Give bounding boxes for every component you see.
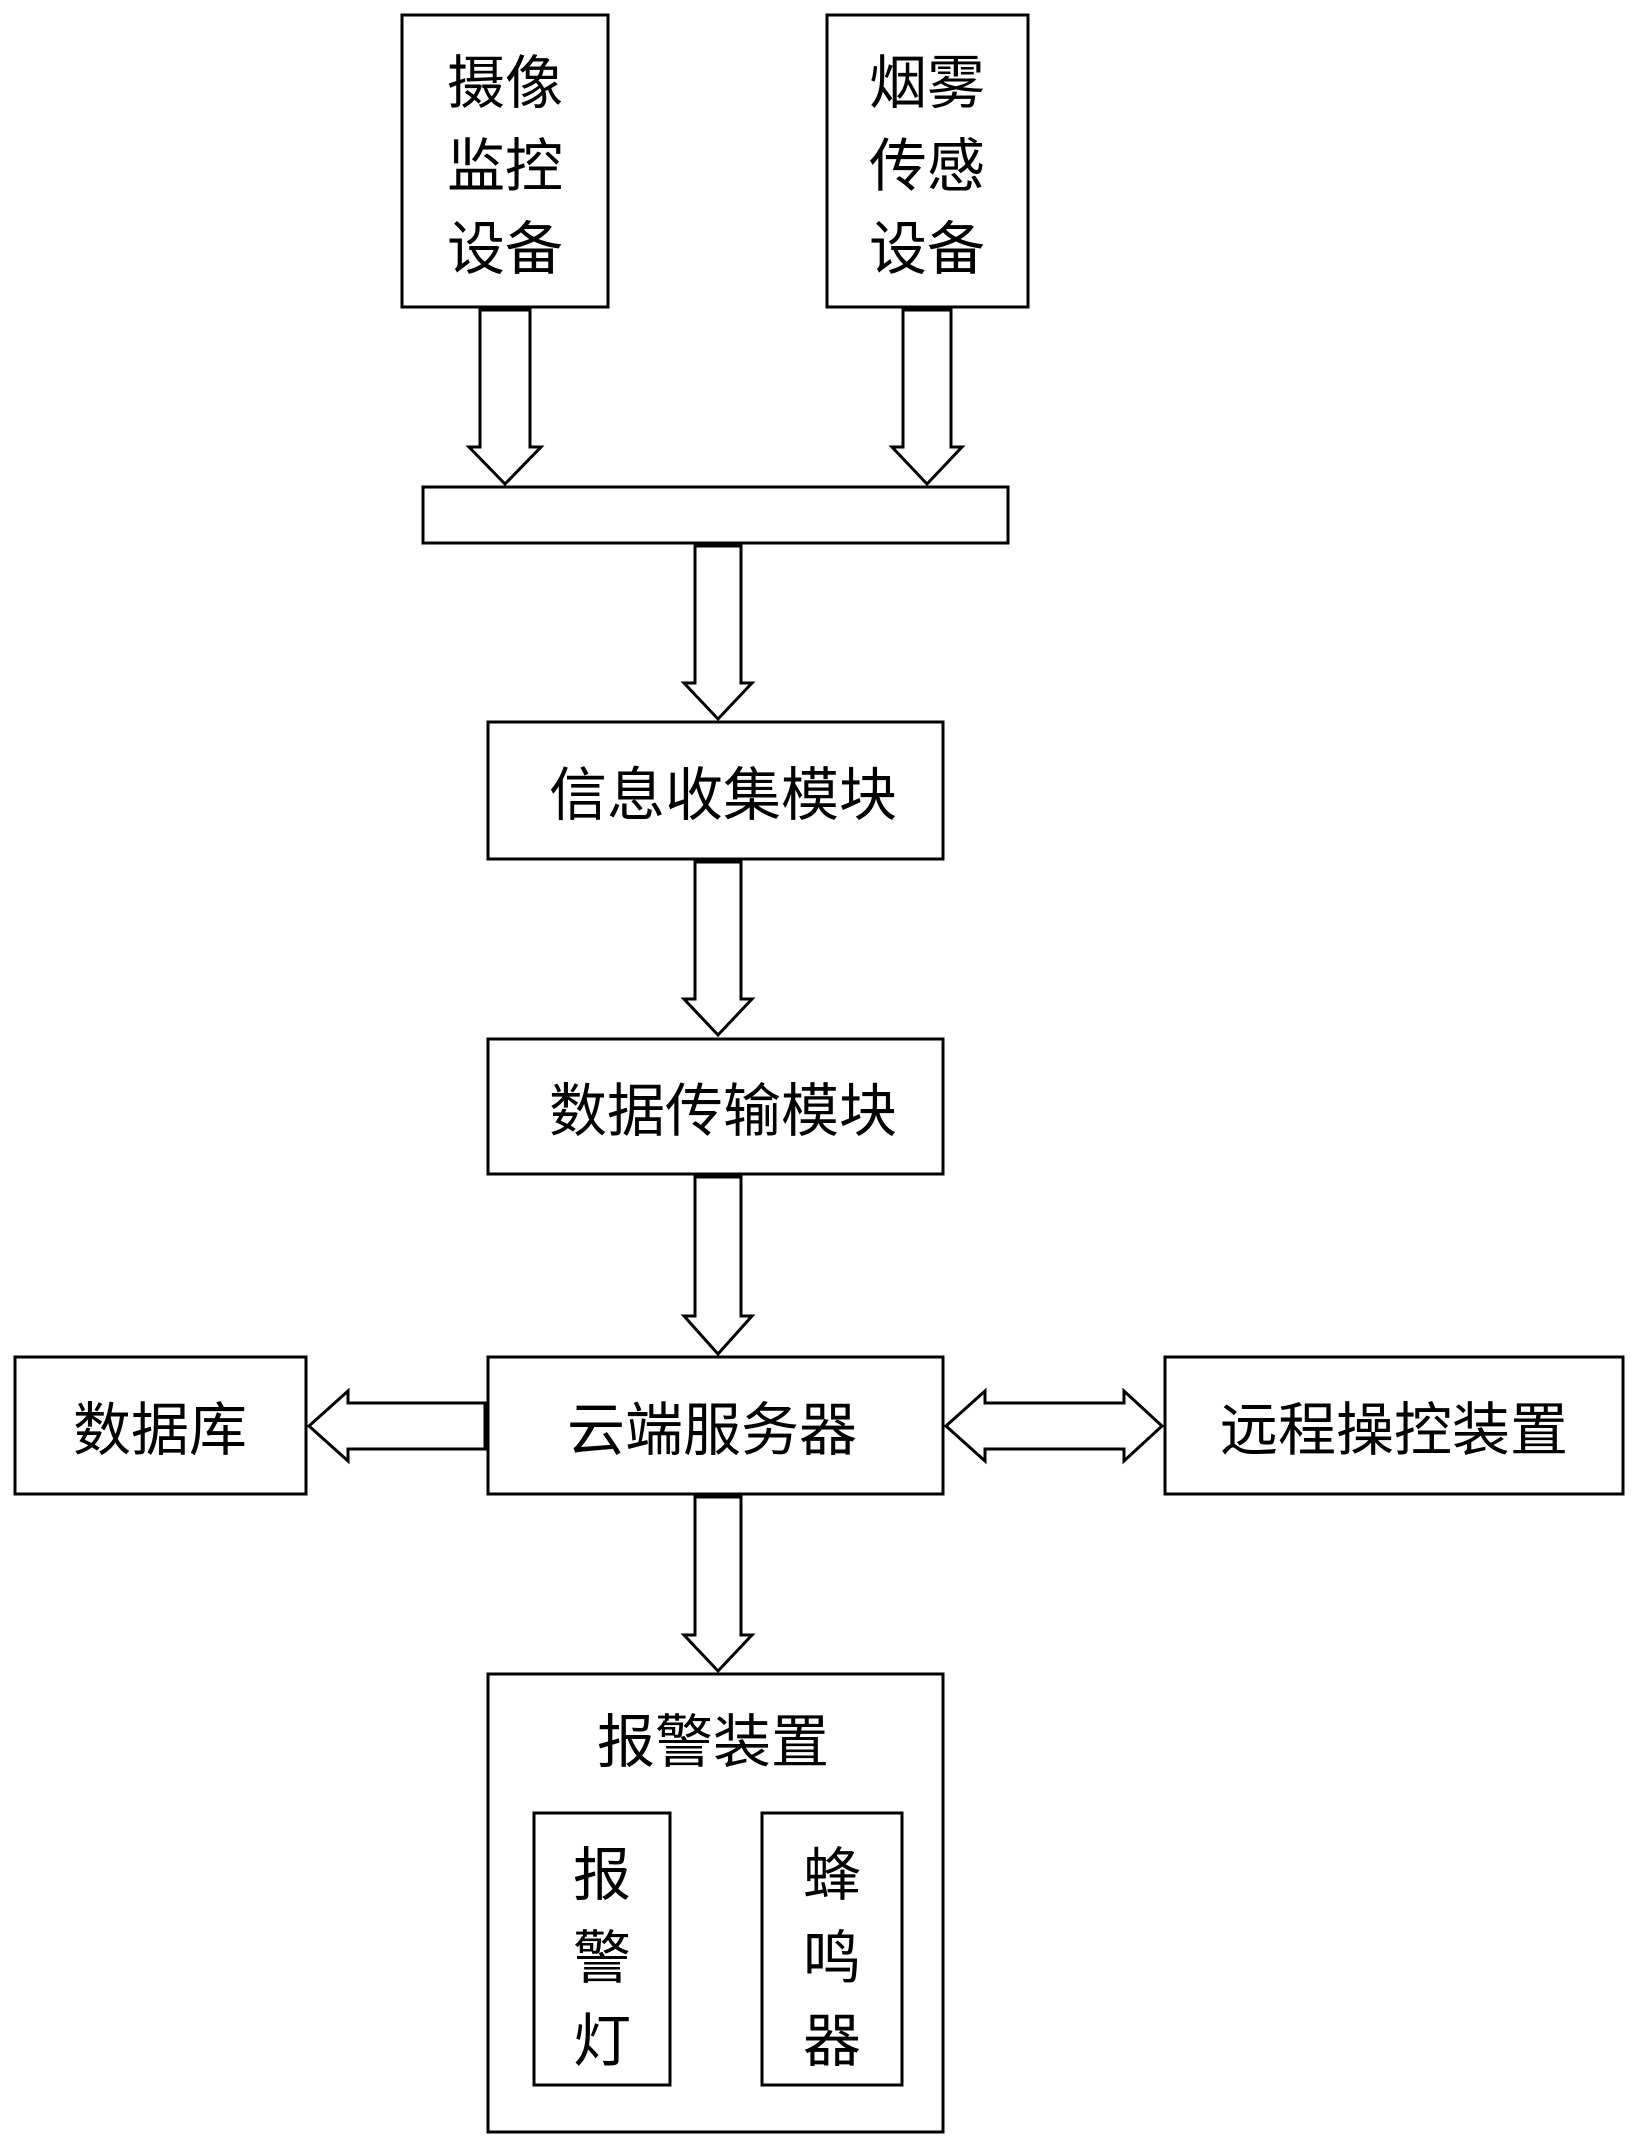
arrow-cloud-remote-bidirectional xyxy=(943,1387,1165,1465)
arrow-cloud-to-database xyxy=(306,1387,487,1465)
alarm-light-label-line-1: 报 xyxy=(573,1841,631,1909)
buzzer-label-line-1: 蜂 xyxy=(803,1841,861,1909)
remote-control-label: 远程操控装置 xyxy=(1220,1396,1568,1464)
smoke-label-line-2: 传感 xyxy=(869,132,985,200)
remote-control-box xyxy=(1163,1355,1625,1496)
alarm-light-label-line-3: 灯 xyxy=(573,2007,631,2075)
arrow-info-to-data-transfer xyxy=(680,860,756,1038)
smoke-label-line-3: 设备 xyxy=(869,215,985,283)
buzzer-label-line-3: 器 xyxy=(803,2007,861,2075)
alarm-light-box xyxy=(532,1811,672,2087)
buzzer-label-line-2: 鸣 xyxy=(803,1924,861,1992)
camera-label-line-3: 设备 xyxy=(447,215,563,283)
arrow-smoke-to-bus xyxy=(888,308,966,487)
collector-bar xyxy=(421,485,1010,545)
buzzer-box xyxy=(760,1811,904,2087)
alarm-light-label-line-2: 警 xyxy=(573,1924,631,1992)
database-label: 数据库 xyxy=(73,1396,247,1464)
smoke-label-line-1: 烟雾 xyxy=(869,49,985,117)
data-transfer-box xyxy=(486,1037,945,1176)
arrow-camera-to-bus xyxy=(465,308,545,487)
arrow-bus-to-info-collect xyxy=(680,544,756,722)
info-collect-box xyxy=(486,720,945,861)
data-transfer-label: 数据传输模块 xyxy=(549,1077,897,1145)
alarm-device-label: 报警装置 xyxy=(597,1708,829,1776)
arrow-cloud-to-alarm xyxy=(680,1495,756,1674)
camera-label-line-1: 摄像 xyxy=(447,49,563,117)
camera-monitor-box xyxy=(400,13,610,309)
arrow-data-transfer-to-cloud xyxy=(680,1175,756,1357)
smoke-sensor-box xyxy=(825,13,1030,309)
cloud-server-box xyxy=(486,1355,945,1496)
info-collect-label: 信息收集模块 xyxy=(549,761,897,829)
database-box xyxy=(13,1355,308,1496)
camera-label-line-2: 监控 xyxy=(447,132,563,200)
cloud-server-label: 云端服务器 xyxy=(567,1396,857,1464)
